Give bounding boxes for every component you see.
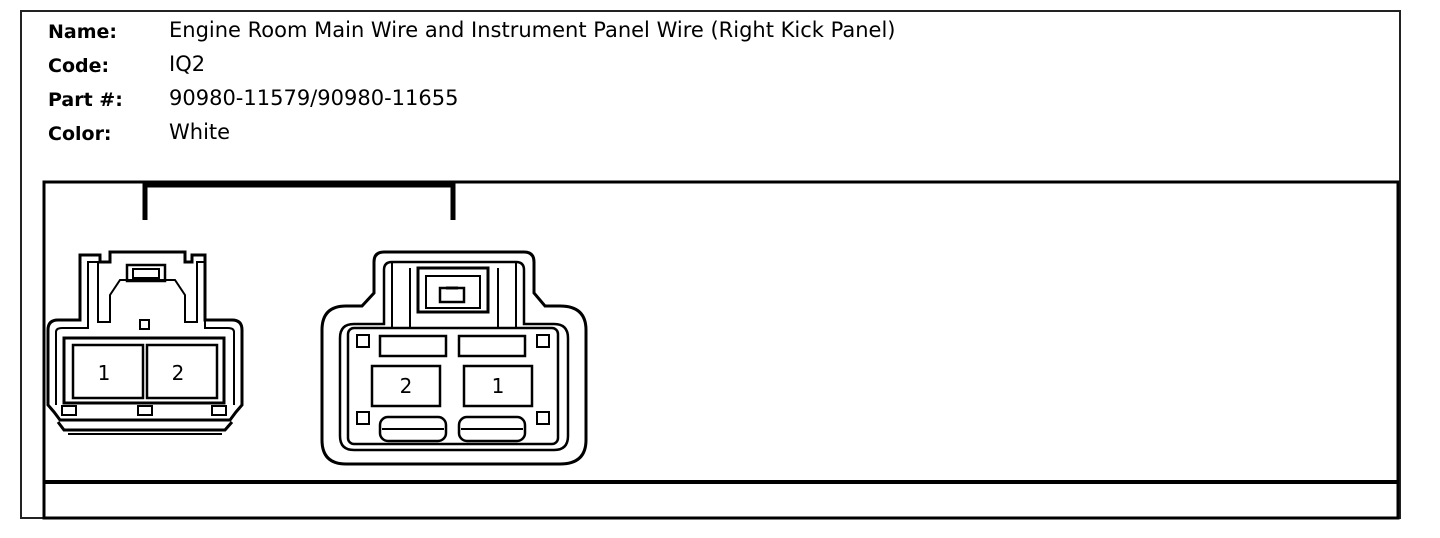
left-pin-1-label: 1 bbox=[98, 361, 111, 385]
right-connector bbox=[320, 250, 588, 466]
code-value: IQ2 bbox=[169, 52, 206, 76]
left-pin-2-label: 2 bbox=[172, 361, 185, 385]
name-value: Engine Room Main Wire and Instrument Pan… bbox=[169, 18, 896, 42]
part-label: Part #: bbox=[48, 89, 123, 111]
part-value: 90980-11579/90980-11655 bbox=[169, 86, 459, 110]
right-pin-1-label: 1 bbox=[492, 374, 505, 398]
color-label: Color: bbox=[48, 123, 112, 145]
left-connector bbox=[46, 250, 244, 435]
diagram-panel bbox=[42, 180, 1400, 520]
code-label: Code: bbox=[48, 55, 110, 77]
color-value: White bbox=[169, 120, 231, 144]
right-pin-2-label: 2 bbox=[400, 374, 413, 398]
name-label: Name: bbox=[48, 21, 118, 43]
